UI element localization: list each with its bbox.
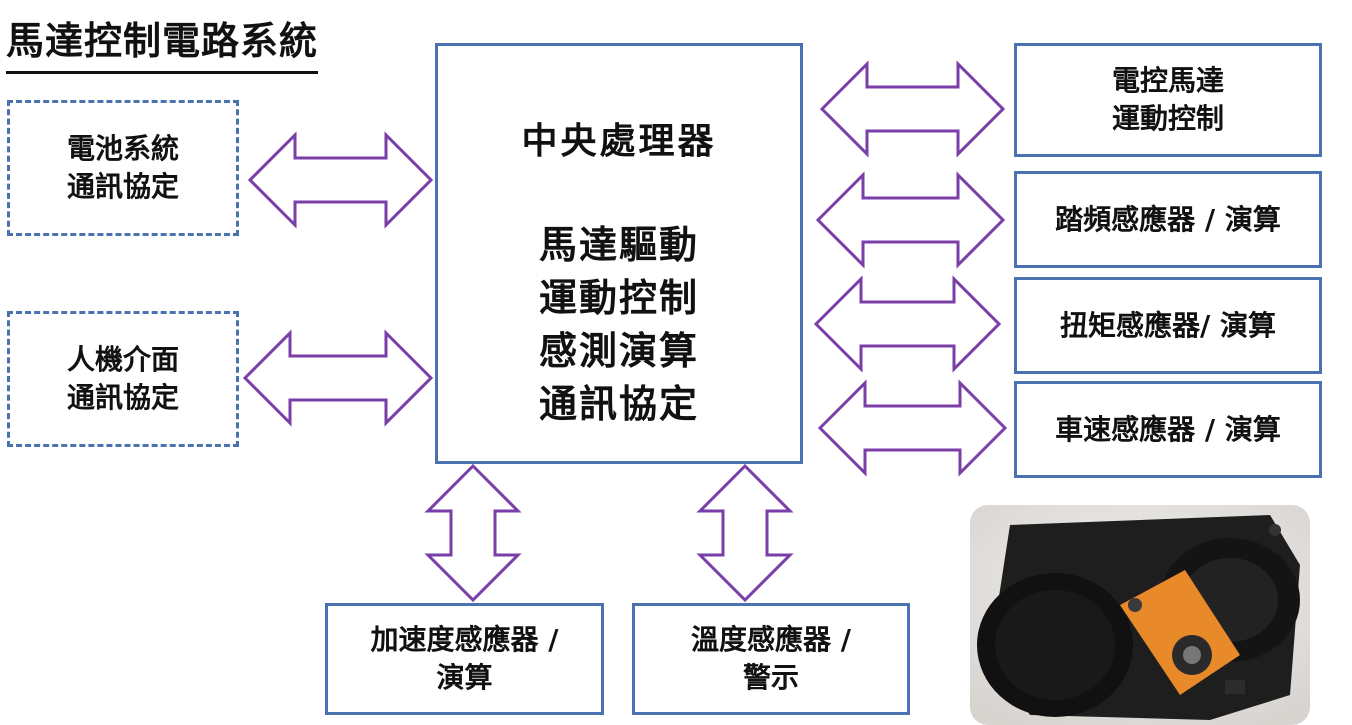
battery-comm-box: 電池系統 通訊協定	[7, 100, 239, 236]
temp-sensor-label: 溫度感應器 / 警示	[691, 623, 851, 694]
central-processor-box: 中央處理器 馬達驅動 運動控制 感測演算 通訊協定	[435, 43, 803, 464]
motor-photo	[970, 505, 1310, 725]
speed-sensor-box: 車速感應器 / 演算	[1014, 381, 1322, 478]
central-processor-title: 中央處理器	[521, 121, 717, 162]
motor-control-box: 電控馬達 運動控制	[1014, 43, 1322, 157]
hmi-link-arrow	[242, 329, 434, 427]
central-processor-functions: 馬達驅動 運動控制 感測演算 通訊協定	[538, 222, 699, 427]
page-title: 馬達控制電路系統	[6, 10, 319, 74]
temp-sensor-box: 溫度感應器 / 警示	[632, 603, 910, 715]
motor-control-link-arrow	[819, 60, 1006, 158]
torque-link-arrow	[813, 275, 1002, 373]
cadence-sensor-label: 踏頻感應器 / 演算	[1055, 202, 1281, 236]
battery-comm-label: 電池系統 通訊協定	[66, 132, 179, 203]
speed-link-arrow	[817, 379, 1008, 477]
torque-sensor-label: 扭矩感應器/ 演算	[1060, 308, 1276, 342]
cadence-link-arrow	[815, 171, 1006, 269]
torque-sensor-box: 扭矩感應器/ 演算	[1014, 277, 1322, 374]
speed-sensor-label: 車速感應器 / 演算	[1055, 412, 1281, 446]
motor-control-label: 電控馬達 運動控制	[1111, 64, 1224, 135]
accel-sensor-box: 加速度感應器 / 演算	[325, 603, 604, 715]
hmi-comm-box: 人機介面 通訊協定	[7, 311, 239, 447]
cadence-sensor-box: 踏頻感應器 / 演算	[1014, 171, 1322, 268]
temp-link-arrow	[696, 463, 794, 603]
accel-link-arrow	[424, 463, 522, 603]
accel-sensor-label: 加速度感應器 / 演算	[370, 623, 559, 694]
hmi-comm-label: 人機介面 通訊協定	[66, 343, 179, 414]
battery-link-arrow	[247, 131, 434, 229]
